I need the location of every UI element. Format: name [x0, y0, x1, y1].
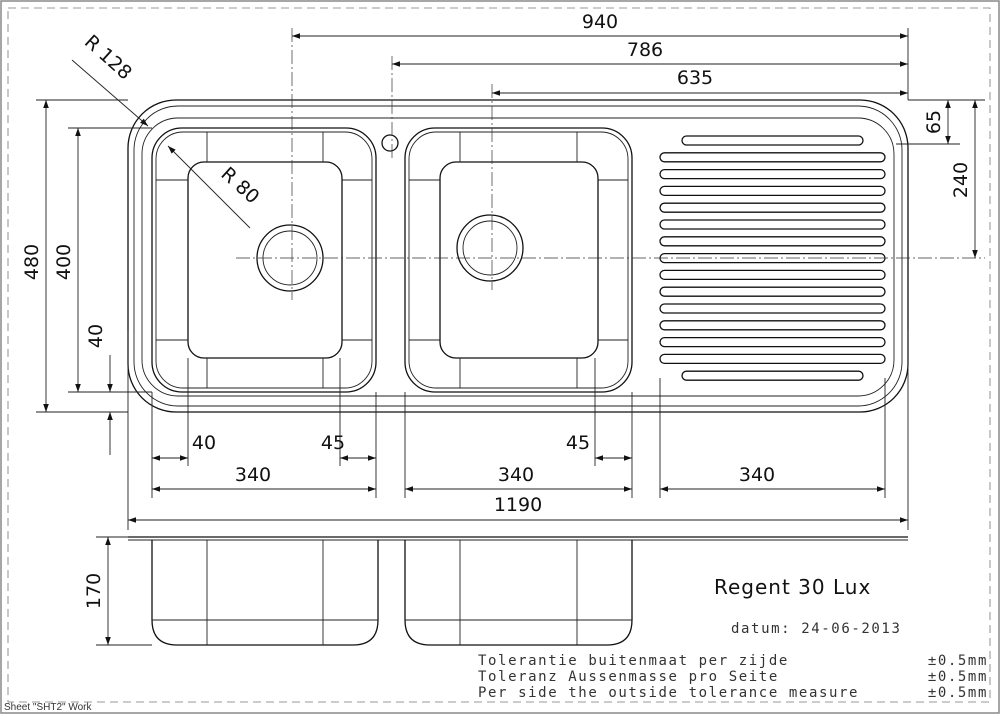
dim-40-horizontal: 40 [192, 432, 216, 454]
right-bowl [404, 127, 633, 393]
drainer-groove [659, 185, 886, 197]
drainer-groove [659, 320, 886, 331]
dim-635: 635 [677, 67, 713, 89]
drain-icon [256, 224, 324, 292]
date-label: datum: 24-06-2013 [731, 621, 902, 637]
drainer-groove [659, 336, 886, 348]
side-view [128, 536, 908, 646]
drainer-groove [659, 269, 886, 281]
dim-786: 786 [627, 39, 663, 61]
sheet-label: Sheet "SHT2" Work [4, 702, 93, 713]
dim-340-drainer: 340 [739, 464, 775, 486]
drainer-groove [659, 202, 886, 213]
dim-45-right: 45 [566, 432, 590, 454]
tolerance-value-de: ±0.5mm [928, 669, 988, 685]
dimension-lines [36, 28, 985, 646]
drainer-groove [681, 135, 864, 146]
dim-240: 240 [950, 162, 972, 198]
dim-940: 940 [582, 11, 618, 33]
tolerance-text-nl: Tolerantie buitenmaat per zijde [478, 653, 789, 669]
dim-340-bowl1: 340 [235, 464, 271, 486]
drainer-groove [659, 303, 886, 314]
sink-outline [127, 99, 909, 413]
dim-1190: 1190 [494, 494, 542, 516]
product-name: Regent 30 Lux [714, 575, 871, 599]
tap-hole-icon [381, 134, 399, 152]
dim-45-left: 45 [321, 432, 345, 454]
left-bowl [151, 127, 377, 393]
dim-340-bowl2: 340 [498, 464, 534, 486]
drawing-border [7, 7, 991, 703]
drainer-groove [659, 353, 886, 365]
drain-icon [456, 214, 524, 282]
sink-rim [141, 117, 895, 397]
tolerance-text-de: Toleranz Aussenmasse pro Seite [478, 669, 779, 685]
drainer-grooves [659, 135, 886, 381]
drainer-groove [659, 168, 886, 180]
drainer-groove [659, 236, 886, 247]
dim-40-vertical: 40 [85, 324, 107, 348]
drainer-groove [659, 219, 886, 230]
dim-400: 400 [53, 244, 75, 280]
drainer-groove [659, 152, 886, 163]
tolerance-value-en: ±0.5mm [928, 685, 988, 701]
drainer-groove [681, 370, 864, 381]
dim-480: 480 [21, 244, 43, 280]
tolerance-value-nl: ±0.5mm [928, 653, 988, 669]
dim-65: 65 [923, 110, 945, 134]
top-view [127, 28, 985, 413]
drainer-groove [659, 286, 886, 297]
tolerance-text-en: Per side the outside tolerance measure [478, 685, 859, 701]
dim-radius-128: R 128 [80, 31, 136, 84]
dim-170: 170 [83, 573, 105, 609]
